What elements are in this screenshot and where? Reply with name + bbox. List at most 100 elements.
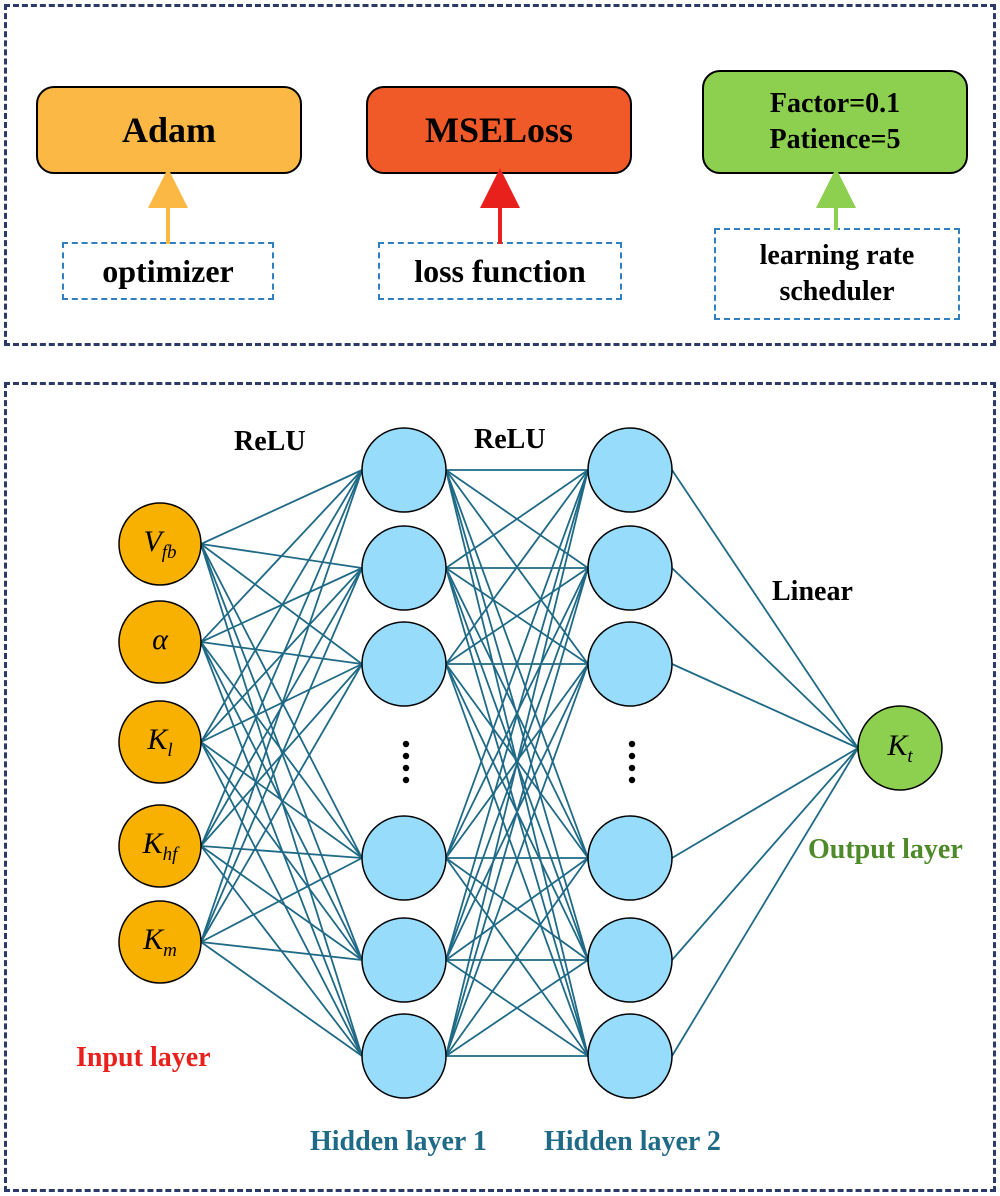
edge-hidden1-hidden2: [445, 567, 589, 1057]
input-node-label: Vfb: [120, 524, 200, 571]
edge-input-hidden1: [200, 641, 363, 1057]
network-edges: [200, 469, 859, 1057]
output-node: [857, 705, 943, 791]
hidden1-node: [361, 815, 447, 901]
input-subscript: l: [167, 740, 173, 761]
edge-hidden2-output: [671, 469, 859, 749]
edge-hidden1-hidden2: [445, 469, 589, 961]
edge-input-hidden1: [200, 845, 363, 961]
input-node-label: α: [120, 622, 200, 658]
optimizer-label: optimizer: [102, 252, 234, 289]
input-symbol: α: [152, 623, 168, 656]
input-symbol: K: [143, 923, 164, 956]
edge-hidden1-hidden2: [445, 567, 589, 665]
input-symbol: V: [143, 525, 162, 558]
input-node-label: Khf: [120, 826, 200, 873]
hidden-layer-1-label: Hidden layer 1: [310, 1126, 487, 1157]
input-node: [118, 804, 202, 888]
loss-value: MSELoss: [424, 110, 574, 150]
edge-input-hidden1: [200, 567, 363, 743]
edge-input-hidden1: [200, 941, 363, 1057]
hidden1-node: [361, 525, 447, 611]
edge-input-hidden1: [200, 663, 363, 743]
hidden2-node: [587, 621, 673, 707]
optimizer-value: Adam: [121, 110, 216, 150]
input-subscript: m: [163, 940, 177, 961]
ellipsis-dot: [402, 740, 410, 748]
scheduler-patience: Patience=5: [769, 124, 901, 155]
edge-input-hidden1: [200, 641, 363, 859]
edge-hidden2-output: [671, 747, 859, 859]
edge-hidden1-hidden2: [445, 857, 589, 961]
edge-input-hidden1: [200, 741, 363, 961]
hidden-layer-2-label: Hidden layer 2: [544, 1126, 721, 1157]
ellipsis-dot: [628, 764, 636, 772]
edge-hidden2-output: [671, 663, 859, 749]
ellipsis-dot: [628, 740, 636, 748]
input-symbol: K: [142, 827, 163, 860]
input-symbol: K: [147, 723, 168, 756]
edge-hidden1-hidden2: [445, 469, 589, 569]
hidden2-node: [587, 917, 673, 1003]
ellipsis-dot: [402, 764, 410, 772]
input-node: [118, 700, 202, 784]
edge-input-hidden1: [200, 469, 363, 943]
network-nodes: [118, 427, 943, 1099]
hidden1-node: [361, 427, 447, 513]
edge-input-hidden1: [200, 663, 363, 943]
input-layer-label: Input layer: [76, 1042, 211, 1073]
edge-hidden2-output: [671, 747, 859, 961]
hidden1-node: [361, 621, 447, 707]
ellipsis-dots: [402, 740, 636, 784]
output-subscript: t: [907, 746, 913, 767]
ellipsis-dot: [402, 776, 410, 784]
input-node: [118, 900, 202, 984]
edge-input-hidden1: [200, 741, 363, 859]
scheduler-label-line1: learning rate: [759, 240, 915, 271]
edge-hidden1-hidden2: [445, 959, 589, 1057]
edge-input-hidden1: [200, 845, 363, 859]
input-node-label: Kl: [120, 722, 200, 769]
ellipsis-dot: [628, 752, 636, 760]
edge-hidden1-hidden2: [445, 857, 589, 1057]
input-subscript: fb: [161, 542, 177, 563]
edge-input-hidden1: [200, 543, 363, 665]
hidden2-node: [587, 525, 673, 611]
scheduler-factor: Factor=0.1: [769, 88, 901, 119]
optimizer-box: Adam: [36, 86, 302, 174]
edge-hidden1-hidden2: [445, 469, 589, 859]
hidden2-node: [587, 1013, 673, 1099]
edge-input-hidden1: [200, 941, 363, 961]
activation-relu-2: ReLU: [474, 424, 546, 455]
hidden2-node: [587, 427, 673, 513]
input-node-label: Km: [120, 922, 200, 969]
input-subscript: hf: [162, 844, 178, 865]
edge-hidden2-output: [671, 567, 859, 749]
edge-input-hidden1: [200, 543, 363, 859]
scheduler-label-line2: scheduler: [779, 276, 895, 307]
edge-input-hidden1: [200, 469, 363, 743]
edge-input-hidden1: [200, 469, 363, 643]
input-node: [118, 600, 202, 684]
loss-label: loss function: [414, 252, 586, 289]
network-architecture-panel: [4, 382, 996, 1192]
training-config-panel: [4, 4, 996, 346]
edge-input-hidden1: [200, 641, 363, 665]
hidden1-node: [361, 917, 447, 1003]
activation-relu-1: ReLU: [234, 426, 306, 457]
edge-hidden1-hidden2: [445, 663, 589, 1057]
output-symbol: K: [887, 729, 908, 762]
edge-input-hidden1: [200, 469, 363, 847]
ellipsis-dot: [402, 752, 410, 760]
output-layer-label: Output layer: [808, 834, 963, 865]
scheduler-box: Factor=0.1 Patience=5: [702, 70, 968, 174]
hidden1-node: [361, 1013, 447, 1099]
optimizer-label-box: optimizer: [62, 242, 274, 300]
edge-input-hidden1: [200, 469, 363, 545]
activation-linear: Linear: [772, 576, 853, 607]
edge-input-hidden1: [200, 857, 363, 943]
edge-hidden2-output: [671, 747, 859, 1057]
input-node: [118, 502, 202, 586]
hidden2-node: [587, 815, 673, 901]
